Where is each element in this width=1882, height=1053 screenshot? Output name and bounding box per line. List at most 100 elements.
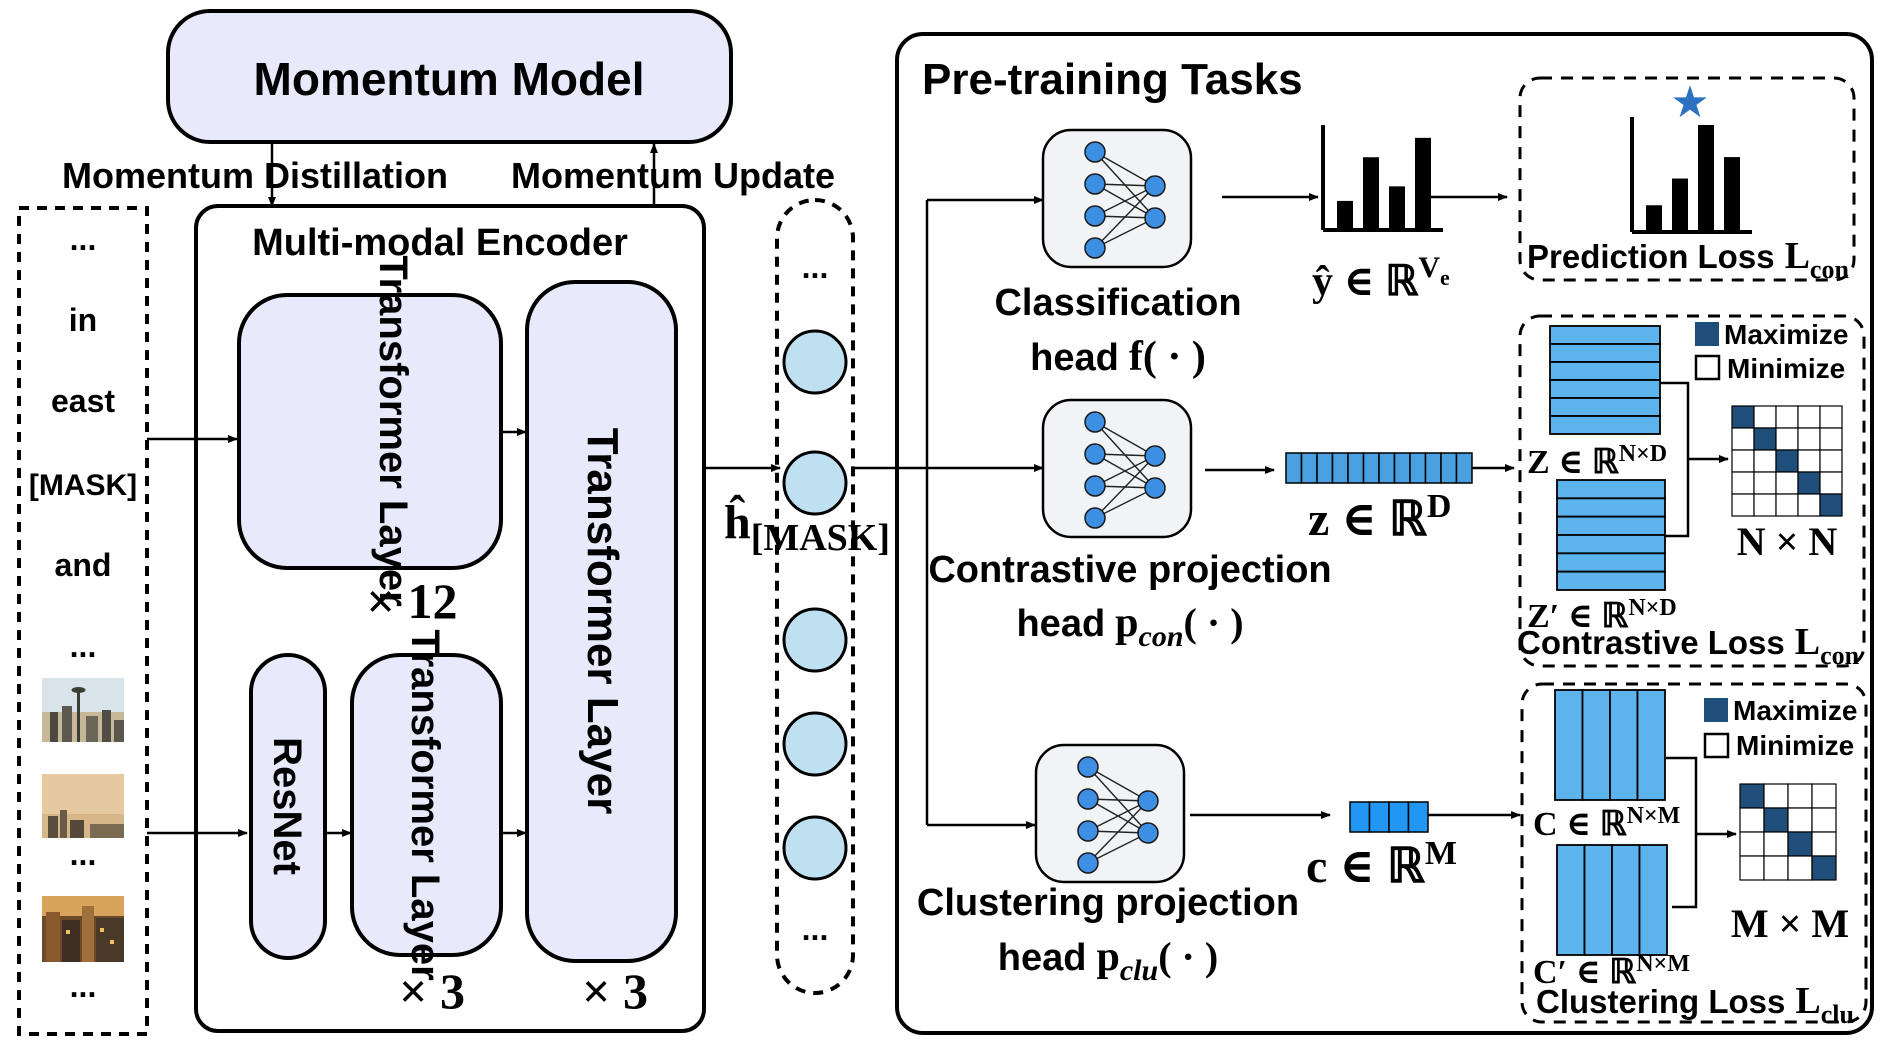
input-ellipsis: ...	[70, 836, 97, 872]
MM-matrix-cell	[1787, 783, 1813, 809]
NN-matrix-cell	[1797, 427, 1821, 451]
prediction-result-chart	[1630, 117, 1752, 234]
NN-matrix-cell	[1753, 427, 1777, 451]
clustering-bracket	[1666, 756, 1698, 909]
clustering-maximize-swatch	[1704, 698, 1728, 722]
input-ellipsis: ...	[70, 968, 97, 1004]
result-bar	[1698, 125, 1714, 232]
MM-matrix-cell	[1787, 807, 1813, 833]
z-vector-cell	[1347, 452, 1365, 484]
input-token: east	[51, 383, 115, 419]
C-matrix-col	[1554, 689, 1584, 801]
C-prime-matrix	[1556, 844, 1668, 956]
fusion-transformer-layer	[525, 280, 678, 963]
clustering-network-icon	[1034, 743, 1186, 884]
input-token-list: ...ineast[MASK]and.........	[29, 221, 137, 1004]
result-bar	[1646, 205, 1662, 232]
hidden-states-box	[775, 198, 855, 995]
NN-matrix-cell	[1731, 449, 1755, 473]
fusion-transformer-label: Transformer Layer	[578, 428, 627, 814]
MM-matrix-cell	[1739, 855, 1765, 881]
Z-matrix-row	[1549, 361, 1661, 381]
z-vector	[1285, 452, 1473, 484]
NN-matrix-label: N × N	[1737, 519, 1838, 564]
icon-node	[1144, 445, 1166, 467]
z-vector-cell	[1424, 452, 1442, 484]
input-token: in	[69, 302, 97, 338]
icon-node	[1137, 822, 1159, 844]
icon-edge	[1094, 217, 1156, 249]
result-bar	[1724, 157, 1740, 232]
contrastive-loss-box	[1518, 314, 1866, 668]
hidden-state-circles	[782, 329, 848, 881]
z-vector-cell	[1455, 452, 1473, 484]
icon-node	[1137, 790, 1159, 812]
NN-matrix-cell	[1731, 427, 1755, 451]
NN-matrix-cell	[1819, 449, 1843, 473]
Z-matrix-row	[1549, 379, 1661, 399]
icon-node	[1144, 477, 1166, 499]
contrastive-minimize-swatch	[1694, 354, 1721, 381]
MM-matrix-cell	[1787, 831, 1813, 857]
prediction-bar	[1415, 137, 1431, 230]
NN-matrix-cell	[1753, 449, 1777, 473]
NN-matrix-cell	[1797, 493, 1821, 517]
icon-node	[1084, 443, 1106, 465]
input-token: ...	[70, 628, 97, 664]
Z-matrix-row	[1549, 325, 1661, 345]
input-token: and	[55, 547, 112, 583]
contrastive-minimize-label: Minimize	[1727, 353, 1845, 384]
NN-matrix-cell	[1753, 493, 1777, 517]
z-vector-cell	[1378, 452, 1396, 484]
z-vector-label: z ∈ ℝD	[1308, 488, 1451, 546]
z-vector-cell	[1440, 452, 1458, 484]
MM-matrix-label: M × M	[1731, 901, 1849, 946]
MM-matrix-cell	[1763, 783, 1789, 809]
icon-node	[1084, 173, 1106, 195]
momentum-update-label: Momentum Update	[511, 155, 835, 196]
c-vector-cell	[1368, 801, 1390, 833]
icon-node	[1084, 141, 1106, 163]
text-transformer-times: × 12	[367, 573, 458, 629]
icon-edge	[1087, 800, 1149, 864]
prediction-bar	[1389, 186, 1405, 230]
NN-matrix-cell	[1775, 449, 1799, 473]
resnet-box	[249, 653, 327, 960]
similarity-matrix-MxM	[1739, 783, 1837, 881]
encoder-title: Multi-modal Encoder	[252, 222, 628, 264]
NN-matrix-cell	[1731, 405, 1755, 429]
hidden-state-circle	[782, 711, 848, 777]
C-matrix	[1554, 689, 1666, 801]
Z-prime-matrix-row	[1556, 497, 1666, 518]
MM-matrix-cell	[1763, 807, 1789, 833]
clustering-loss-box	[1520, 682, 1868, 1024]
z-vector-cell	[1300, 452, 1318, 484]
c-vector-cell	[1349, 801, 1371, 833]
prediction-loss-box	[1518, 76, 1856, 282]
Z-matrix-row	[1549, 343, 1661, 363]
NN-matrix-cell	[1797, 405, 1821, 429]
icon-node	[1084, 411, 1106, 433]
icon-node	[1084, 507, 1106, 529]
z-vector-cell	[1331, 452, 1349, 484]
classification-network-icon	[1041, 128, 1193, 269]
Z-matrix-row	[1549, 397, 1661, 417]
momentum-model-label: Momentum Model	[254, 53, 645, 105]
momentum-distillation-label: Momentum Distillation	[62, 155, 448, 196]
clustering-maximize-label: Maximize	[1733, 695, 1858, 726]
icon-edge	[1094, 421, 1156, 457]
c-vector-cell	[1388, 801, 1410, 833]
Z-matrix-label: Z ∈ ℝN×D	[1527, 441, 1667, 481]
C-prime-matrix-col	[1638, 844, 1668, 956]
clustering-minimize-label: Minimize	[1736, 730, 1854, 761]
z-vector-cell	[1409, 452, 1427, 484]
Z-prime-matrix-label: Z′ ∈ ℝN×D	[1527, 595, 1677, 635]
input-image-3	[42, 896, 124, 962]
contrastive-network-icon	[1041, 398, 1193, 539]
result-bar	[1672, 178, 1688, 232]
